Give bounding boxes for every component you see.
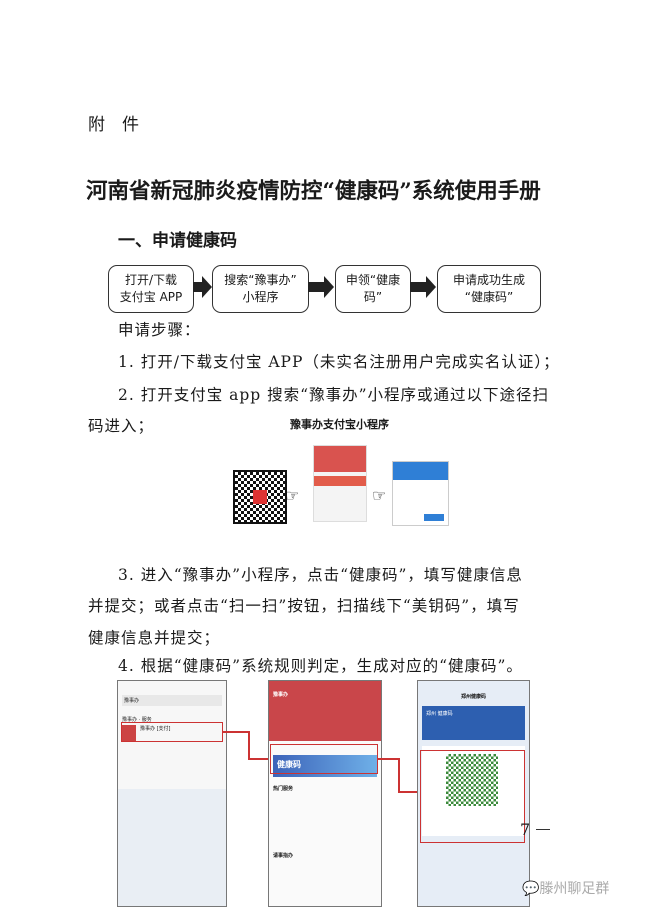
connector-line xyxy=(398,791,420,793)
result-section: 豫事办 · 服务 xyxy=(122,717,152,723)
highlight-box xyxy=(420,750,525,843)
watermark-text: 滕州聊足群 xyxy=(539,881,610,897)
qr-code-icon xyxy=(233,470,287,524)
result-label: 豫事办 [支付] xyxy=(140,726,171,732)
flow-text: 搜索“豫事办” xyxy=(224,273,297,287)
figure-title: 豫事办支付宝小程序 xyxy=(290,418,389,431)
flow-text: 支付宝 APP xyxy=(119,290,183,304)
connector-line xyxy=(248,731,250,759)
flow-arrow-head xyxy=(426,276,436,298)
phone-code-screen: 郑州健康码 郑州 健康码 xyxy=(417,680,530,907)
document-title: 河南省新冠肺炎疫情防控“健康码”系统使用手册 xyxy=(86,179,541,204)
connector-line xyxy=(377,758,399,760)
attachment-label: 附 件 xyxy=(88,115,139,135)
flow-step-2: 搜索“豫事办” 小程序 xyxy=(212,265,309,313)
connector-line xyxy=(398,758,400,792)
pointing-hand-icon: ☞ xyxy=(372,486,387,505)
step-2: 2. 打开支付宝 app 搜索“豫事办”小程序或通过以下途径扫 xyxy=(118,386,550,404)
highlight-box xyxy=(121,722,223,742)
code-card: 郑州 健康码 xyxy=(422,706,525,740)
flow-text: 申领“健康 xyxy=(345,273,401,287)
page-mark: 7 xyxy=(520,820,531,839)
step-1: 1. 打开/下载支付宝 APP（未实名注册用户完成实名认证）； xyxy=(118,353,560,371)
flow-arrow-head xyxy=(324,276,334,298)
section-heading: 一、申请健康码 xyxy=(118,231,237,251)
step-3-cont: 并提交；或者点击“扫一扫”按钮，扫描线下“美钥码”，填写 xyxy=(88,597,520,615)
step-2-cont: 码进入； xyxy=(88,417,155,435)
flow-text: 申请成功生成 xyxy=(452,273,525,287)
auth-dialog-thumb xyxy=(392,461,449,526)
hot-services: 热门服务 xyxy=(273,786,294,792)
flow-text: 小程序 xyxy=(242,290,279,304)
chat-bubble-icon: 💬 xyxy=(522,881,540,897)
flow-step-3: 申领“健康码” xyxy=(335,265,411,313)
flow-text: “健康码” xyxy=(464,290,514,304)
connector-line xyxy=(222,731,249,733)
phone-search-screen: 豫事办 豫事办 · 服务 豫事办 [支付] xyxy=(117,680,227,907)
highlight-box xyxy=(270,744,378,774)
watermark: 💬滕州聊足群 xyxy=(522,878,609,898)
pointing-hand-icon: ☞ xyxy=(285,486,300,505)
connector-line xyxy=(248,758,272,760)
flow-text: 打开/下载 xyxy=(124,273,178,287)
flow-step-1: 打开/下载支付宝 APP xyxy=(108,265,194,313)
phone-app-screen: 豫事办 健康码 热门服务 请事指办 xyxy=(268,680,382,907)
flow-text: 码” xyxy=(363,290,383,304)
services-tab: 请事指办 xyxy=(273,853,294,859)
flow-arrow xyxy=(308,282,325,292)
app-header: 豫事办 xyxy=(269,681,381,741)
steps-heading: 申请步骤： xyxy=(118,321,201,339)
flow-arrow-head xyxy=(202,276,212,298)
health-code-banner[interactable]: 健康码 xyxy=(273,755,377,777)
screen-title: 郑州健康码 xyxy=(460,694,486,700)
step-3-cont-2: 健康信息并提交； xyxy=(88,629,221,647)
result-row: 豫事办 [支付] xyxy=(122,725,222,741)
flow-step-4: 申请成功生成 “健康码” xyxy=(437,265,541,313)
step-4: 4. 根据“健康码”系统规则判定，生成对应的“健康码”。 xyxy=(118,657,523,675)
search-bar: 豫事办 xyxy=(122,695,222,706)
flow-arrow xyxy=(410,282,427,292)
flow-arrow xyxy=(193,282,203,292)
app-screenshot-thumb xyxy=(313,445,367,522)
divider xyxy=(536,829,550,830)
step-3: 3. 进入“豫事办”小程序，点击“健康码”，填写健康信息 xyxy=(118,566,523,584)
health-qr-code-icon xyxy=(446,754,498,806)
